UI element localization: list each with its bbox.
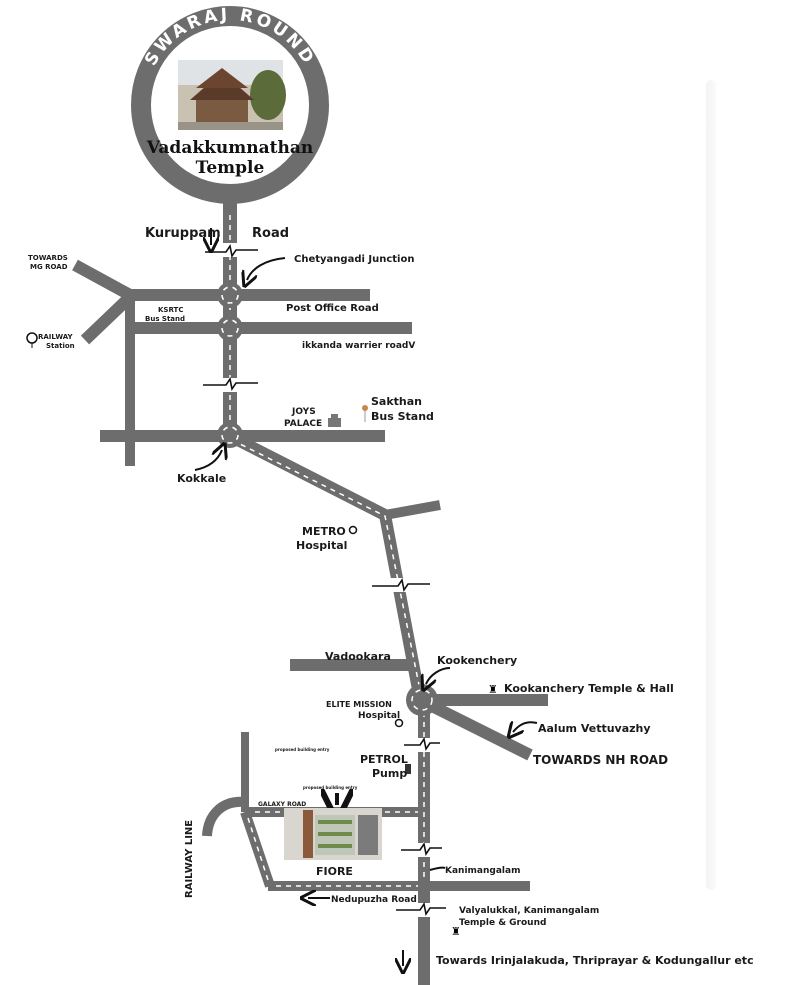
label-fiore: FIORE <box>316 865 353 878</box>
label-railway-line: RAILWAY LINE <box>184 820 195 898</box>
label-valyalukkal-1: Valyalukkal, Kanimangalam <box>459 906 599 916</box>
label-road: Road <box>252 226 289 241</box>
label-towards-mg-2: MG ROAD <box>30 263 68 271</box>
swaraj-round-label: SWARAJ ROUND <box>141 5 319 69</box>
temple-ground-icon: ♜ <box>451 925 461 938</box>
label-kookenchery: Kookenchery <box>437 654 517 667</box>
label-vadookara: Vadookara <box>325 650 391 663</box>
label-towards-mg-1: TOWARDS <box>28 254 68 262</box>
label-sakthan-2: Bus Stand <box>371 410 434 423</box>
swaraj-round-ring <box>131 6 329 204</box>
pointer-arrows <box>194 228 538 966</box>
label-elite-1: ELITE MISSION <box>326 700 392 709</box>
label-sakthan-1: Sakthan <box>371 395 422 408</box>
label-proposed-entry-2: proposed building entry <box>303 785 358 790</box>
temple-title-line2: Temple <box>196 158 265 178</box>
label-ksrtc-2: Bus Stand <box>145 315 185 323</box>
fiore-building-image <box>284 808 382 860</box>
label-metro-1: METRO <box>302 525 346 538</box>
kanimangalam-arrow-icon <box>429 866 446 871</box>
label-joys-2: PALACE <box>284 419 322 429</box>
kookenchery-arrow-icon <box>426 667 451 684</box>
kokkale-arrow-icon <box>194 450 222 471</box>
aalum-arrow-icon <box>513 722 538 732</box>
label-petrol-2: Pump <box>372 767 407 780</box>
label-ksrtc-1: KSRTC <box>158 306 183 314</box>
building-icon <box>328 414 341 427</box>
page-edge-shadow <box>706 80 716 890</box>
label-towards-south: Towards Irinjalakuda, Thriprayar & Kodun… <box>436 954 754 967</box>
label-kuruppam: Kuruppam <box>145 226 221 241</box>
petrol-pump-icon <box>405 764 411 774</box>
bus-stop-icon <box>362 405 368 422</box>
label-joys-1: JOYS <box>291 407 316 417</box>
label-valyalukkal-2: Temple & Ground <box>459 918 546 928</box>
label-railway-1: RAILWAY <box>38 333 73 341</box>
railway-station-icon <box>26 332 38 348</box>
label-post-office-road: Post Office Road <box>286 303 379 314</box>
label-ikkanda: ikkanda warrier roadV <box>302 341 415 351</box>
chetyangadi-arrow-icon <box>247 257 286 280</box>
label-petrol-1: PETROL <box>360 753 408 766</box>
label-galaxy-road: GALAXY ROAD <box>258 801 306 808</box>
temple-icon: ♜ <box>488 683 498 696</box>
label-chetyangadi: Chetyangadi Junction <box>294 254 414 265</box>
label-kokkale: Kokkale <box>177 472 226 485</box>
label-railway-2: Station <box>46 342 75 350</box>
label-aalum: Aalum Vettuvazhy <box>538 722 651 735</box>
road-break-markers <box>203 243 446 917</box>
temple-photo <box>178 60 286 130</box>
temple-title-line1: Vadakkumnathan <box>146 138 313 158</box>
label-metro-2: Hospital <box>296 539 347 552</box>
elite-hospital-icon <box>394 718 404 728</box>
label-kanimangalam: Kanimangalam <box>445 866 520 876</box>
label-towards-nh: TOWARDS NH ROAD <box>533 753 668 767</box>
label-elite-2: Hospital <box>358 711 400 721</box>
metro-hospital-icon <box>348 525 358 535</box>
label-proposed-entry-1: proposed building entry <box>275 747 330 752</box>
label-kookanchery-temple: Kookanchery Temple & Hall <box>504 682 674 695</box>
label-nedupuzha: Nedupuzha Road <box>331 895 417 905</box>
